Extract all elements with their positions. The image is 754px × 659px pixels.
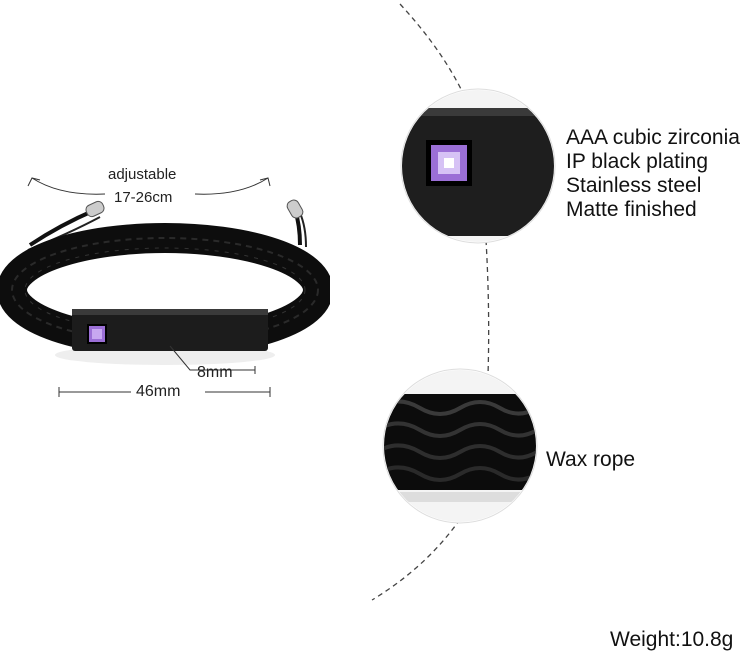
width-label: 46mm xyxy=(136,383,181,400)
size-range-label: 17-26cm xyxy=(114,189,173,206)
adjustable-label: adjustable xyxy=(108,166,177,183)
bracelet-image xyxy=(0,199,330,365)
feature-line: IP black plating xyxy=(566,150,709,173)
rope-feature-label: Wax rope xyxy=(546,448,636,471)
height-label: 8mm xyxy=(197,364,233,381)
feature-line: AAA cubic zirconia xyxy=(566,126,740,149)
width-dimension-line xyxy=(58,387,271,397)
stone-feature-list: AAA cubic zirconia IP black plating Stai… xyxy=(566,126,740,222)
adjustable-arrows xyxy=(27,177,271,195)
height-dimension-line xyxy=(169,345,256,374)
weight-label: Weight:10.8g xyxy=(610,628,734,651)
feature-line: Stainless steel xyxy=(566,174,702,197)
feature-line: Matte finished xyxy=(566,198,697,221)
stone-detail-circle xyxy=(400,88,556,244)
rope-detail-circle xyxy=(382,368,538,524)
